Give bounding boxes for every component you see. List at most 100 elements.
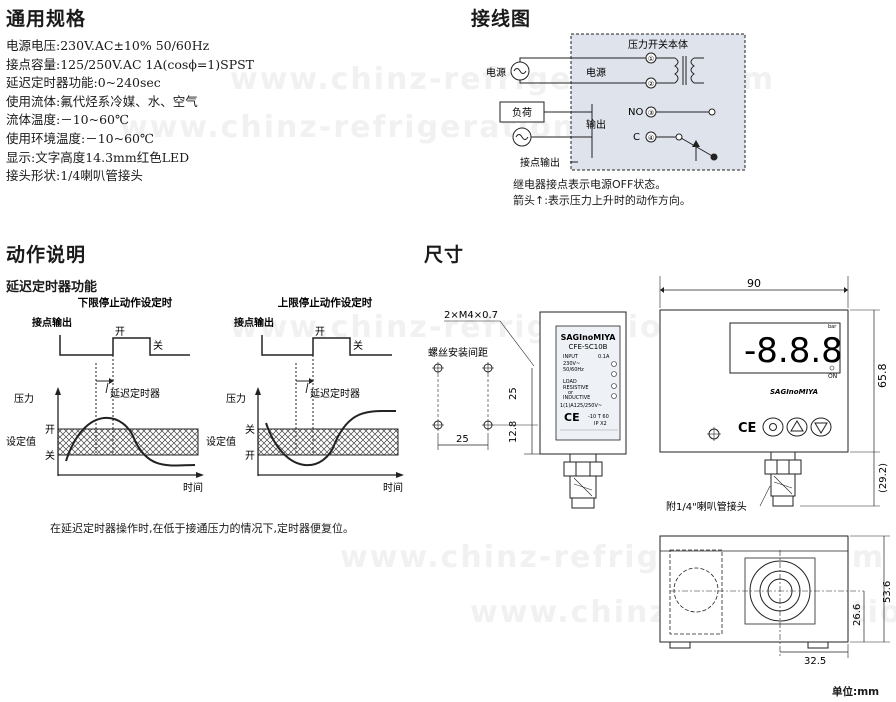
dim-25-horizontal: 25 <box>456 434 469 445</box>
dimension-drawings: SAGInoMIYA CFE-SC10B INPUT 0.1A 230V~ 50… <box>428 276 893 667</box>
left-set-band <box>57 428 199 456</box>
left-pressure-curve <box>65 417 196 467</box>
right-pressure-curve <box>265 409 397 466</box>
spec-item: 接头形状:1/4喇叭管接头 <box>6 168 143 184</box>
spec-item: 使用流体:氟代烃系冷媒、水、空气 <box>6 93 198 109</box>
screw-label: 2×M4×0.7 <box>444 310 498 321</box>
right-pressure-label: 压力 <box>226 392 246 405</box>
spec-list: 电源电压:230V.AC±10% 50/60Hz 接点容量:125/250V.A… <box>6 37 254 186</box>
label-input-hz: 50/60Hz <box>563 367 584 373</box>
general-spec-title: 通用规格 <box>6 8 87 30</box>
right-on-label: 开 <box>315 327 325 338</box>
wiring-note-2: 箭头↑:表示压力上升时的动作方向。 <box>513 194 691 207</box>
wiring-note-1: 继电器接点表示电源OFF状态。 <box>513 178 667 191</box>
knockout-circle <box>673 567 719 613</box>
spec-item: 流体温度:－10~60℃ <box>6 112 129 128</box>
label-fuse: 0.1A <box>598 354 610 360</box>
operation-title: 动作说明 <box>6 244 87 266</box>
front-ce-mark: CE <box>738 421 756 436</box>
on-led-icon <box>829 365 835 371</box>
right-contact-signal <box>261 335 392 356</box>
x-axis-arrow-icon <box>196 472 204 478</box>
dim-26-6: 26.6 <box>852 604 863 626</box>
spec-item: 延迟定时器功能:0~240sec <box>6 75 161 91</box>
terminal-2-label: ② <box>648 80 654 88</box>
dim-53-6: 53.6 <box>882 581 893 603</box>
front-brand: SAGInoMIYA <box>770 388 818 396</box>
transformer-coil-icon <box>674 57 679 84</box>
label-load: LOAD <box>563 379 577 385</box>
dim-29-2: (29.2) <box>878 463 889 493</box>
contact-output-label: 接点输出 <box>520 156 560 169</box>
power-inner-label: 电源 <box>586 66 606 79</box>
dim-12-8: 12.8 <box>508 421 519 443</box>
label-temp: -10 T 60 <box>588 414 609 420</box>
bar-label: bar <box>828 324 837 330</box>
load-label: 负荷 <box>512 106 532 119</box>
right-delay-label: 延迟定时器 <box>310 387 360 400</box>
spec-item: 显示:文字高度14.3mm红色LED <box>6 149 190 165</box>
dimensions-title: 尺寸 <box>424 244 465 266</box>
right-set-band <box>257 428 399 456</box>
ce-mark: CE <box>564 411 580 424</box>
wiring-diagram: 压力开关本体 ① ② 电源 电源 负荷 NO ③ 输出 C ④ 接点输出 <box>486 33 746 171</box>
terminal-1-label: ① <box>648 55 654 63</box>
wiring-note: 继电器接点表示电源OFF状态。 箭头↑:表示压力上升时的动作方向。 <box>513 177 691 209</box>
right-time-label: 时间 <box>383 481 403 494</box>
left-pressure-label: 压力 <box>14 392 34 405</box>
dim-25-vertical: 25 <box>508 387 519 400</box>
unit-label: 单位:mm <box>832 686 880 698</box>
flare-label: 附1/4"喇叭管接头 <box>666 500 747 513</box>
left-contact-signal <box>59 335 190 356</box>
label-rating: 1(1)A125/250V~ <box>560 403 602 409</box>
terminal-3-label: ③ <box>648 109 654 117</box>
mount-pitch-label: 螺丝安装间距 <box>428 346 488 359</box>
dim-32-5: 32.5 <box>804 656 826 667</box>
led-display: -8.8.8 <box>744 331 843 371</box>
left-time-label: 时间 <box>183 481 203 494</box>
delay-timer-title: 延迟定时器功能 <box>6 280 98 295</box>
left-chart-title: 下限停止动作设定时 <box>78 296 173 309</box>
label-input: INPUT <box>563 354 579 360</box>
flare-nut <box>563 461 603 477</box>
up-arrow-icon <box>790 420 804 432</box>
left-delay-label: 延迟定时器 <box>110 387 160 400</box>
y-axis-arrow-icon <box>55 387 61 395</box>
timing-charts: 下限停止动作设定时 接点输出 开 关 延迟定时器 压力 设定值 开 关 时间 上… <box>6 296 404 494</box>
dim-90: 90 <box>747 277 761 290</box>
down-arrow-icon <box>814 422 828 434</box>
spec-item: 电源电压:230V.AC±10% 50/60Hz <box>6 38 210 53</box>
operation-footnote: 在延迟定时器操作时,在低于接通压力的情况下,定时器便复位。 <box>50 522 354 535</box>
label-ipx: IP X2 <box>594 421 607 427</box>
label-or: or <box>568 390 574 396</box>
power-label: 电源 <box>486 66 506 79</box>
label-resistive: RESISTIVE <box>563 385 589 391</box>
left-on-label: 开 <box>115 327 125 338</box>
left-off-level-label: 关 <box>45 449 55 462</box>
label-brand: SAGInoMIYA <box>561 333 617 342</box>
terminal-4-label: ④ <box>648 134 654 142</box>
left-set-value-label: 设定值 <box>6 435 36 448</box>
right-set-value-label: 设定值 <box>206 435 236 448</box>
left-off-label: 关 <box>153 339 163 352</box>
relay-contact <box>680 137 715 158</box>
right-off-label: 关 <box>353 339 363 352</box>
c-label: C <box>633 132 640 143</box>
label-model: CFE-SC10B <box>569 343 608 351</box>
label-input-v: 230V~ <box>563 361 580 367</box>
right-contact-output-label: 接点输出 <box>234 316 274 329</box>
output-label: 输出 <box>586 118 606 131</box>
right-on-level-label: 开 <box>245 451 255 462</box>
right-off-level-label: 关 <box>245 423 255 436</box>
mode-button[interactable] <box>762 417 784 437</box>
spec-item: 使用环境温度:－10~60℃ <box>6 130 154 146</box>
right-chart-title: 上限停止动作设定时 <box>278 296 373 309</box>
dim-65-8: 65.8 <box>876 364 889 389</box>
label-inductive: INDUCTIVE <box>563 395 590 401</box>
spec-item: 接点容量:125/250V.AC 1A(cosϕ=1)SPST <box>6 56 255 72</box>
y-axis-arrow-icon <box>255 387 261 395</box>
display-window <box>729 322 841 374</box>
no-label: NO <box>628 107 643 118</box>
label-plate <box>555 325 621 441</box>
switch-body-box <box>570 33 746 171</box>
